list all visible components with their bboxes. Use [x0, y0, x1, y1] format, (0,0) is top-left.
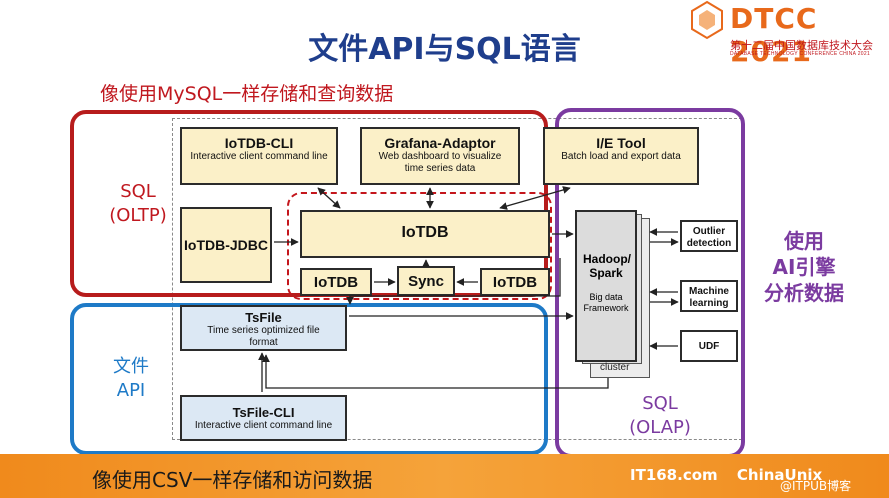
- grafana-title: Grafana-Adaptor: [384, 135, 496, 151]
- footer-bar: [0, 454, 889, 498]
- machine-learning-box: Machine learning: [680, 280, 738, 312]
- arrow-ie-iotdb: [499, 186, 571, 210]
- file-api-label: 文件 API: [113, 356, 149, 401]
- sql-olap-label: SQL (OLAP): [629, 393, 691, 438]
- grafana-desc: Web dashboard to visualize time series d…: [378, 151, 502, 174]
- iotdb-jdbc-title: IoTDB-JDBC: [184, 237, 268, 253]
- udf-box: UDF: [680, 330, 738, 362]
- hadoop-desc: Big data Framework: [583, 292, 629, 313]
- iotdb-main-box: IoTDB: [300, 210, 550, 258]
- iotdb-right-title: IoTDB: [492, 274, 538, 291]
- tsfile-cli-title: TsFile-CLI: [232, 405, 295, 420]
- chinaunix-logo: ChinaUnix: [736, 466, 823, 484]
- iotdb-main-title: IoTDB: [401, 224, 449, 241]
- subtitle-mysql: 像使用MySQL一样存储和查询数据: [100, 83, 394, 105]
- iotdb-cli-desc: Interactive client command line: [190, 151, 328, 162]
- tsfile-cli-desc: Interactive client command line: [194, 420, 333, 431]
- arrow-cli-iotdb: [317, 187, 341, 209]
- iotdb-left-box: IoTDB: [300, 268, 372, 296]
- iotdb-cluster-boundary: [287, 192, 552, 300]
- ie-tool-box: I/E Tool Batch load and export data: [543, 127, 699, 185]
- ml-title: Machine learning: [688, 286, 729, 309]
- iotdb-left-title: IoTDB: [313, 274, 359, 291]
- footer-logos: IT168.com ChinaUnix: [630, 466, 836, 484]
- it168-logo: IT168.com: [630, 466, 718, 484]
- hadoop-title: Hadoop/ Spark: [583, 252, 631, 280]
- sync-title: Sync: [408, 273, 444, 290]
- hadoop-spark-box: Hadoop/ Spark Big data Framework: [575, 210, 637, 362]
- hexagon-logo-icon: [691, 0, 723, 40]
- page-title: 文件API与SQL语言: [308, 32, 581, 67]
- tsfile-cli-box: TsFile-CLI Interactive client command li…: [180, 395, 347, 441]
- grafana-adaptor-box: Grafana-Adaptor Web dashboard to visuali…: [360, 127, 520, 185]
- ie-tool-title: I/E Tool: [596, 135, 646, 151]
- dtcc-logo: DTCC 2021 第十二届中国数据库技术大会 DATABASE TECHNOL…: [690, 0, 885, 68]
- iotdb-right-box: IoTDB: [480, 268, 550, 296]
- ai-engine-label: 使用 AI引擎 分析数据: [764, 229, 844, 305]
- tsfile-box: TsFile Time series optimized file format: [180, 305, 347, 351]
- arrow-hadoop-tsfile: [262, 354, 609, 389]
- outlier-detection-box: Outlier detection: [680, 220, 738, 252]
- iotdb-cli-box: IoTDB-CLI Interactive client command lin…: [180, 127, 338, 185]
- tsfile-desc: Time series optimized file format: [207, 325, 320, 348]
- iotdb-jdbc-box: IoTDB-JDBC: [180, 207, 272, 283]
- subtitle-csv: 像使用CSV一样存储和访问数据: [92, 468, 373, 492]
- udf-title: UDF: [698, 341, 720, 352]
- sql-oltp-label: SQL (OLTP): [109, 181, 167, 226]
- outlier-title: Outlier detection: [686, 226, 732, 249]
- itpub-watermark: @ITPUB博客: [780, 479, 852, 493]
- sync-box: Sync: [397, 266, 455, 296]
- tsfile-title: TsFile: [245, 310, 282, 325]
- cluster-label: cluster: [600, 362, 630, 373]
- arrow-iotdb-tsfile: [346, 258, 561, 305]
- logo-tagline-en: DATABASE TECHNOLOGY CONFERENCE CHINA 202…: [730, 51, 871, 57]
- ie-tool-desc: Batch load and export data: [561, 151, 681, 162]
- iotdb-cli-title: IoTDB-CLI: [224, 135, 294, 151]
- logo-tagline: 第十二届中国数据库技术大会: [730, 39, 873, 52]
- logo-brand: DTCC 2021: [730, 2, 818, 68]
